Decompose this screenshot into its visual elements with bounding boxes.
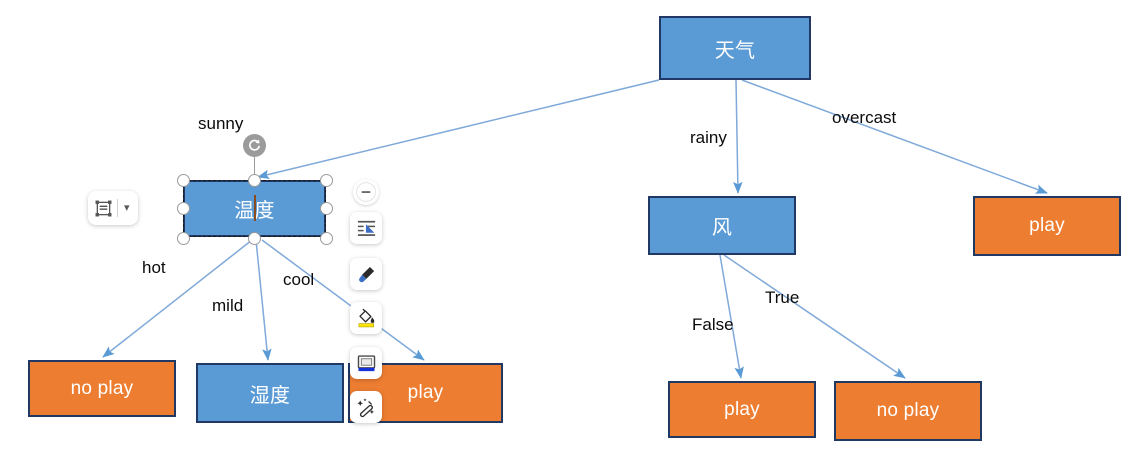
magic-wand-icon (356, 397, 377, 418)
edge-label-hot: hot (142, 258, 166, 277)
minus-circle-icon (355, 181, 377, 203)
handle-bottom-center[interactable] (247, 231, 261, 245)
edge-label-sunny: sunny (198, 114, 244, 133)
edge-temp-to-play_cool (261, 239, 425, 361)
node-label: no play (70, 377, 134, 399)
handle-top-left[interactable] (176, 173, 190, 187)
node-noplay_hot[interactable]: no play (28, 360, 176, 417)
handle-middle-left[interactable] (176, 201, 190, 215)
edge-label-mild: mild (212, 296, 244, 315)
chevron-down-icon[interactable]: ▾ (124, 201, 130, 214)
node-humidity[interactable]: 湿度 (196, 363, 344, 423)
handle-bottom-right[interactable] (319, 231, 333, 245)
handle-top-right[interactable] (319, 173, 333, 187)
fill-color-button[interactable] (350, 302, 382, 334)
collapse-button[interactable] (353, 179, 379, 205)
edge-weather-to-wind (733, 79, 743, 194)
edge-weather-to-play_oc (741, 79, 1048, 194)
paint-bucket-icon (356, 308, 377, 329)
rotate-icon (248, 139, 260, 151)
node-label: 风 (711, 217, 733, 239)
edge-temp-to-humidity (255, 239, 272, 361)
node-label: 天气 (714, 39, 756, 62)
edge-label-rainy: rainy (690, 128, 727, 147)
text-caret (254, 195, 256, 221)
monitor-icon (356, 353, 377, 374)
node-label: 湿度 (249, 384, 291, 407)
node-play_false[interactable]: play (668, 381, 816, 438)
magic-wand-button[interactable] (350, 391, 382, 423)
edge-label-false: False (692, 315, 734, 334)
rotate-handle[interactable] (242, 133, 266, 157)
handle-bottom-left[interactable] (176, 231, 190, 245)
node-label: play (407, 382, 444, 403)
arrange-shape-button[interactable] (350, 212, 382, 244)
display-style-button[interactable] (350, 347, 382, 379)
edge-label-cool: cool (283, 270, 315, 289)
layout-toolbar[interactable]: ▾ (88, 191, 138, 225)
toolbar-divider (117, 199, 118, 217)
node-noplay_true[interactable]: no play (834, 381, 982, 441)
format-brush-button[interactable] (350, 258, 382, 290)
edge-wind-to-noplay_true (723, 254, 906, 379)
node-wind[interactable]: 风 (648, 196, 796, 255)
paint-brush-icon (356, 264, 377, 285)
node-label: no play (876, 400, 940, 421)
edge-weather-to-temp (257, 79, 660, 180)
node-label: play (724, 398, 760, 420)
text-box-icon[interactable] (94, 199, 113, 218)
edge-label-overcast: overcast (832, 108, 897, 127)
node-weather[interactable]: 天气 (659, 16, 811, 80)
node-label: play (1029, 215, 1065, 236)
rotate-handle-stem (254, 155, 255, 180)
edge-label-true: True (765, 288, 800, 307)
handle-top-center[interactable] (247, 173, 261, 187)
handle-middle-right[interactable] (319, 201, 333, 215)
shape-arrange-icon (356, 218, 377, 239)
node-play_oc[interactable]: play (973, 196, 1121, 256)
